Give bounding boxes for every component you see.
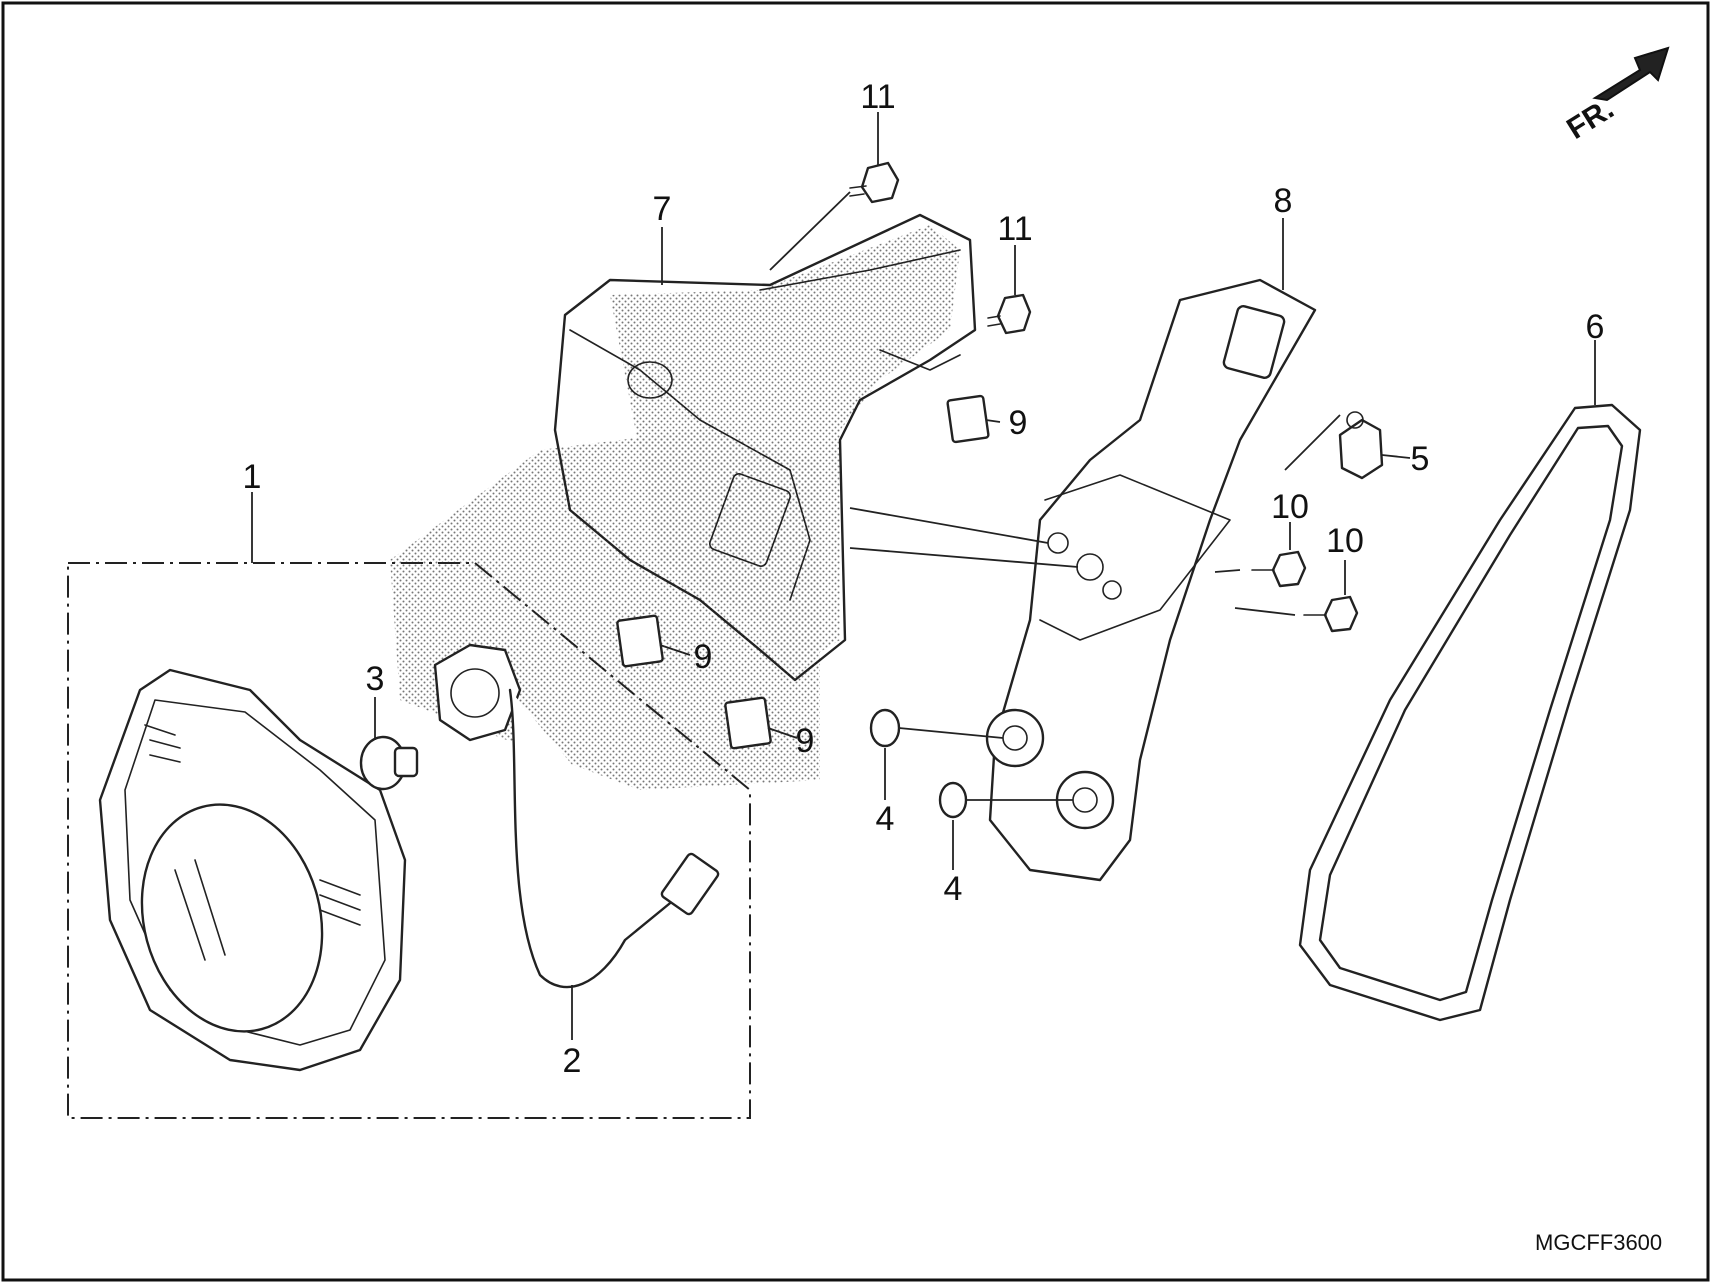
wire-connector xyxy=(660,852,720,916)
headlight-bezel xyxy=(124,699,386,1046)
callout-5: 5 xyxy=(1411,440,1430,478)
assembly-line-collar-a xyxy=(898,727,1004,739)
leader-9a xyxy=(985,419,1001,423)
assembly-line-bolt-b xyxy=(1234,607,1296,616)
assembly-line-bolt-a xyxy=(1214,569,1241,573)
socket-ring xyxy=(450,668,500,718)
headlight-lens xyxy=(140,803,324,1033)
part-8-mount-bracket xyxy=(985,278,1317,882)
screw-11-upper xyxy=(860,161,900,204)
front-direction-arrow: FR. xyxy=(1561,46,1670,146)
socket-wire xyxy=(508,688,682,989)
callout-4-upper: 4 xyxy=(876,800,895,838)
cover-shading xyxy=(610,225,960,670)
bulb-base xyxy=(393,746,419,778)
part-6-trim-ring xyxy=(1298,403,1642,1022)
leader-5 xyxy=(1381,454,1411,459)
part-3-bulb xyxy=(359,735,419,791)
callout-8: 8 xyxy=(1274,182,1293,220)
callout-10-lower: 10 xyxy=(1326,522,1364,560)
cover-outline xyxy=(553,213,977,682)
callout-1: 1 xyxy=(243,458,262,496)
collar-4-lower xyxy=(938,781,968,819)
leader-lines xyxy=(251,112,1596,1040)
screw-11-right-shank xyxy=(987,315,1001,327)
screw-11-right xyxy=(996,293,1032,335)
cover-mount-hole xyxy=(627,361,673,399)
trim-ring-inner xyxy=(1318,424,1624,1002)
part-1-headlight-assembly xyxy=(67,562,751,1119)
leader-9b xyxy=(659,644,691,656)
assembly-line-hole-b xyxy=(849,547,1079,568)
bracket-face xyxy=(1039,474,1231,641)
grommet-5-hole xyxy=(1346,411,1364,429)
callout-2: 2 xyxy=(563,1042,582,1080)
callout-9-lower: 9 xyxy=(796,722,815,760)
bolt-10-upper xyxy=(1271,550,1307,588)
callout-9-middle: 9 xyxy=(694,638,713,676)
socket-body xyxy=(433,643,522,742)
lens-reflection xyxy=(174,859,226,961)
collar-4-upper xyxy=(869,708,901,748)
callout-10-upper: 10 xyxy=(1271,488,1309,526)
callout-11-right: 11 xyxy=(997,210,1032,248)
bracket-boss-lower-a xyxy=(985,708,1045,768)
housing-vents xyxy=(144,724,361,926)
leader-9c xyxy=(767,727,798,739)
callout-3: 3 xyxy=(366,660,385,698)
bracket-outline xyxy=(988,278,1317,882)
part-2-socket-harness xyxy=(433,643,720,989)
cover-inner-edge xyxy=(569,329,811,601)
assembly-line-hole-a xyxy=(849,507,1049,544)
cover-bracket xyxy=(709,473,791,567)
grommet-5 xyxy=(1338,418,1384,480)
callout-6: 6 xyxy=(1586,308,1605,346)
bolt-10-lower xyxy=(1323,595,1359,633)
bracket-hole-c xyxy=(1102,580,1122,600)
fr-arrow-icon xyxy=(1592,46,1670,102)
callout-9-upper: 9 xyxy=(1009,404,1028,442)
front-direction-label: FR. xyxy=(1561,92,1619,146)
callout-7: 7 xyxy=(653,190,672,228)
assembly-line-screw-cover xyxy=(769,191,851,271)
callout-4-lower: 4 xyxy=(944,870,963,908)
drawing-code: MGCFF3600 xyxy=(1535,1230,1662,1255)
assembly-line-grommet xyxy=(1284,414,1341,471)
fasteners xyxy=(616,161,1384,819)
screw-11-upper-shank xyxy=(849,185,867,197)
clip-9-lower xyxy=(724,696,772,750)
bracket-top-boss xyxy=(1222,305,1286,379)
clip-9-upper xyxy=(946,394,990,444)
cover-ridge xyxy=(759,249,961,371)
assembly-boundary xyxy=(67,562,751,1119)
part-7-upper-cover xyxy=(553,213,977,682)
callout-11-upper: 11 xyxy=(860,78,895,116)
clip-9-middle xyxy=(616,614,664,668)
callout-labels: 1 2 3 4 4 5 6 7 8 9 9 9 10 10 11 11 xyxy=(243,78,1605,1080)
